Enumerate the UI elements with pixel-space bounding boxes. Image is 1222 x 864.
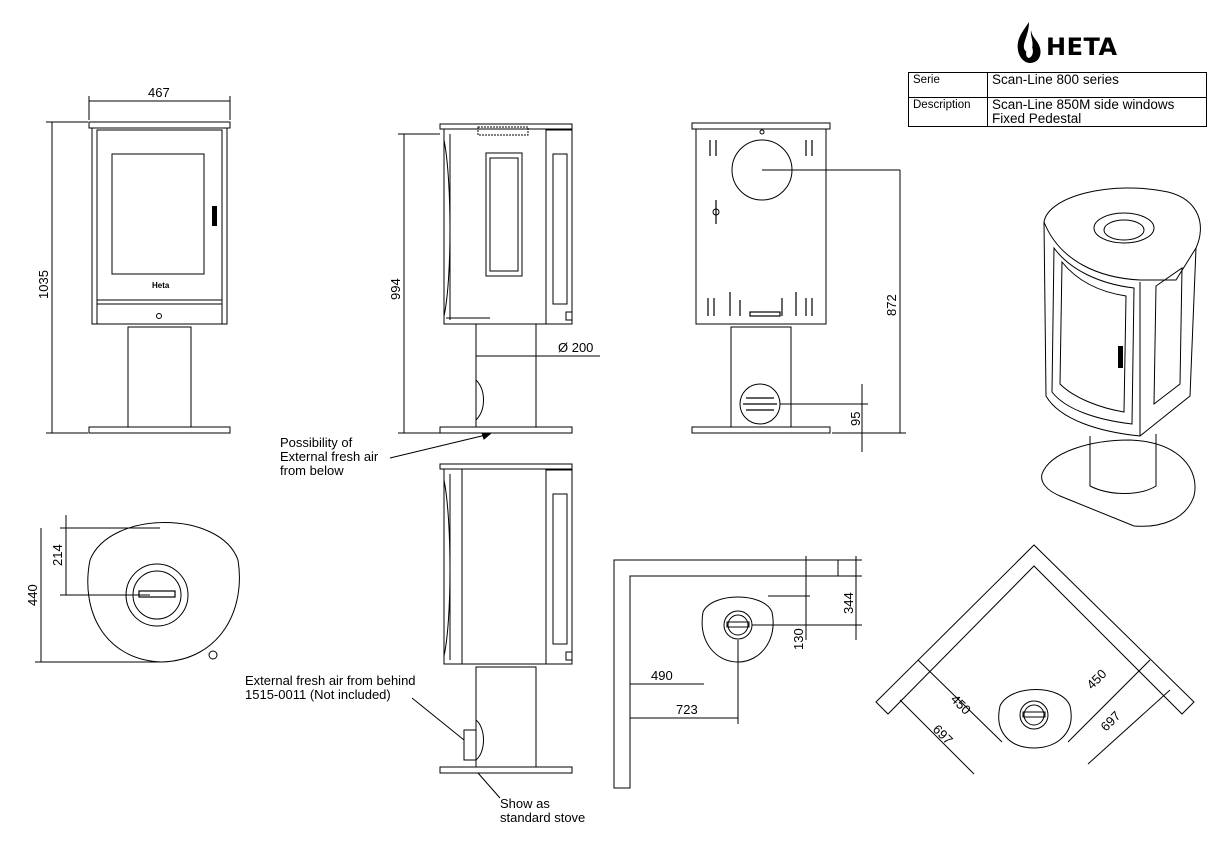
dim-front-width: 467 — [148, 85, 170, 100]
dim-plan-490: 490 — [651, 668, 673, 683]
note-behind-line-1: External fresh air from behind — [245, 673, 416, 688]
heta-logo: HETA — [1012, 20, 1122, 68]
serie-value-text: Scan-Line 800 series — [992, 72, 1119, 87]
dim-plan-344: 344 — [841, 592, 856, 614]
top-view: 214 440 — [25, 515, 240, 663]
description-key: Description — [908, 97, 988, 127]
brand-name: HETA — [1046, 33, 1118, 61]
serie-value: Scan-Line 800 series — [987, 72, 1207, 98]
dim-pipe-diameter: Ø 200 — [558, 340, 593, 355]
dim-plan-723: 723 — [676, 702, 698, 717]
description-line-1: Scan-Line 850M side windows — [992, 97, 1175, 112]
dim-corner-697-right: 697 — [1098, 708, 1124, 734]
dim-side-height: 994 — [388, 278, 403, 300]
note-below-line-3: from below — [280, 463, 344, 478]
dim-fresh-air-height: 95 — [848, 412, 863, 426]
note-behind-line-2: 1515-0011 (Not included) — [245, 687, 391, 702]
note-standard-line-2: standard stove — [500, 810, 585, 825]
note-below-line-2: External fresh air — [280, 449, 379, 464]
front-view: Heta 467 1035 — [36, 85, 231, 434]
dim-corner-450-left: 450 — [948, 692, 974, 718]
title-row-serie: Serie Scan-Line 800 series — [908, 72, 1207, 98]
note-fresh-air-behind: External fresh air from behind 1515-0011… — [245, 673, 585, 825]
note-fresh-air-below: Possibility of External fresh air from b… — [280, 432, 492, 478]
dim-front-height: 1035 — [36, 270, 51, 299]
dim-top-depth: 440 — [25, 584, 40, 606]
dim-plan-130: 130 — [791, 628, 806, 650]
flame-icon — [1017, 22, 1041, 63]
dim-top-center: 214 — [50, 544, 65, 566]
plan-wall-placement: 344 130 490 723 — [613, 556, 862, 789]
side-view-rear-air — [411, 463, 573, 799]
dim-corner-450-right: 450 — [1084, 666, 1110, 692]
isometric-view — [1041, 187, 1201, 527]
description-line-2: Fixed Pedestal — [992, 111, 1082, 126]
note-standard-line-1: Show as — [500, 796, 550, 811]
dim-corner-697-left: 697 — [930, 722, 956, 748]
title-block: Serie Scan-Line 800 series Description S… — [908, 72, 1207, 127]
plan-corner-placement: 450 450 697 697 — [875, 544, 1195, 775]
back-view: 872 95 — [691, 122, 906, 452]
note-below-line-1: Possibility of — [280, 435, 353, 450]
side-view: Ø 200 994 — [388, 123, 600, 434]
dim-back-outlet-height: 872 — [884, 294, 899, 316]
front-badge: Heta — [152, 281, 170, 290]
